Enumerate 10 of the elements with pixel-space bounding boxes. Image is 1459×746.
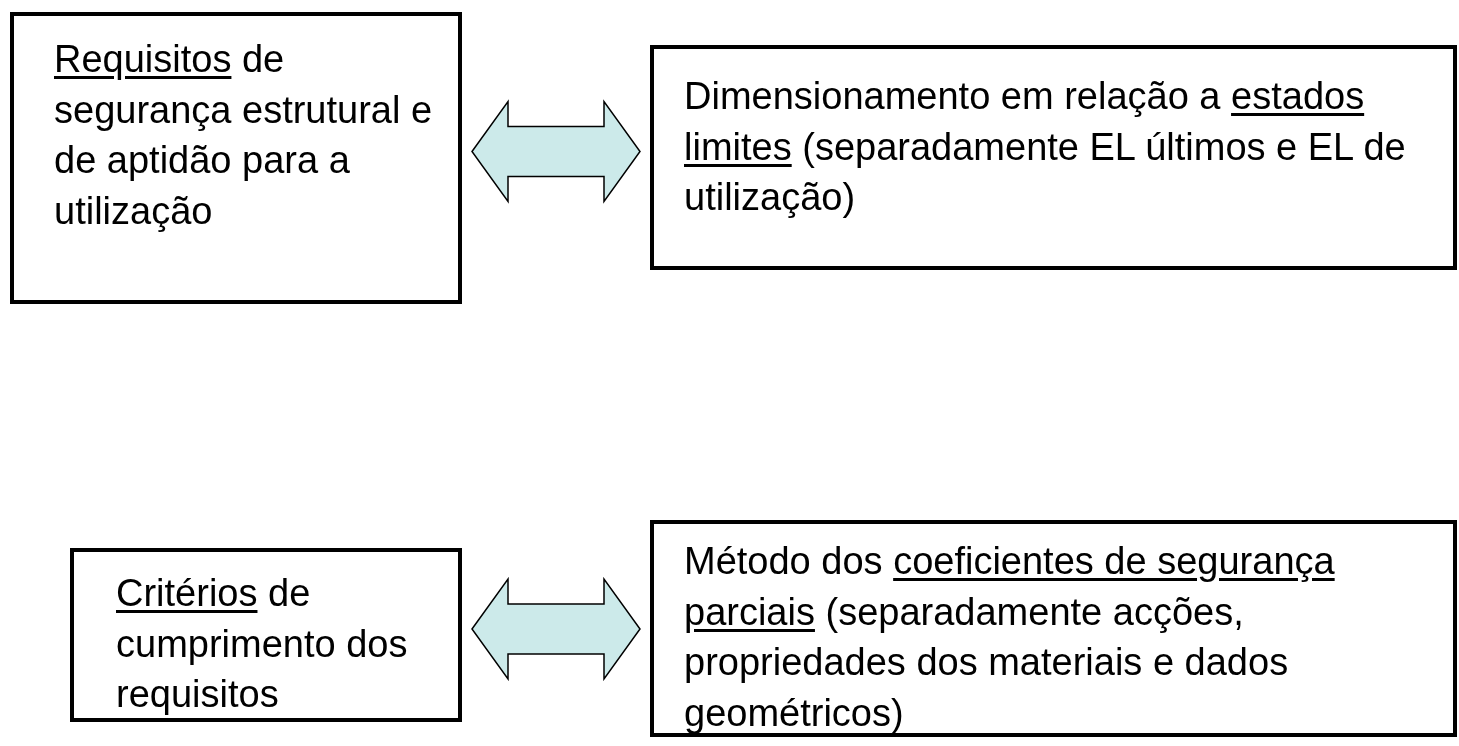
- double-arrow: [471, 576, 641, 682]
- double-arrow: [471, 99, 641, 204]
- box-text: Dimensionamento em relação a estados limites (separadamente EL últimos e EL de utilização): [684, 74, 1407, 221]
- text-box: [10, 12, 462, 304]
- text-box: [650, 520, 1457, 737]
- box-text: Critérios de cumprimento dos requisitos: [116, 571, 409, 718]
- box-text: Requisitos de segurança estrutural e de aptidão para a utilização: [54, 37, 434, 234]
- box-text: Método dos coeficientes de segurança parciais (separadamente acções, propriedades dos materiais e dados geométricos): [684, 539, 1336, 736]
- text-box: [70, 548, 462, 722]
- text-box: [650, 45, 1457, 270]
